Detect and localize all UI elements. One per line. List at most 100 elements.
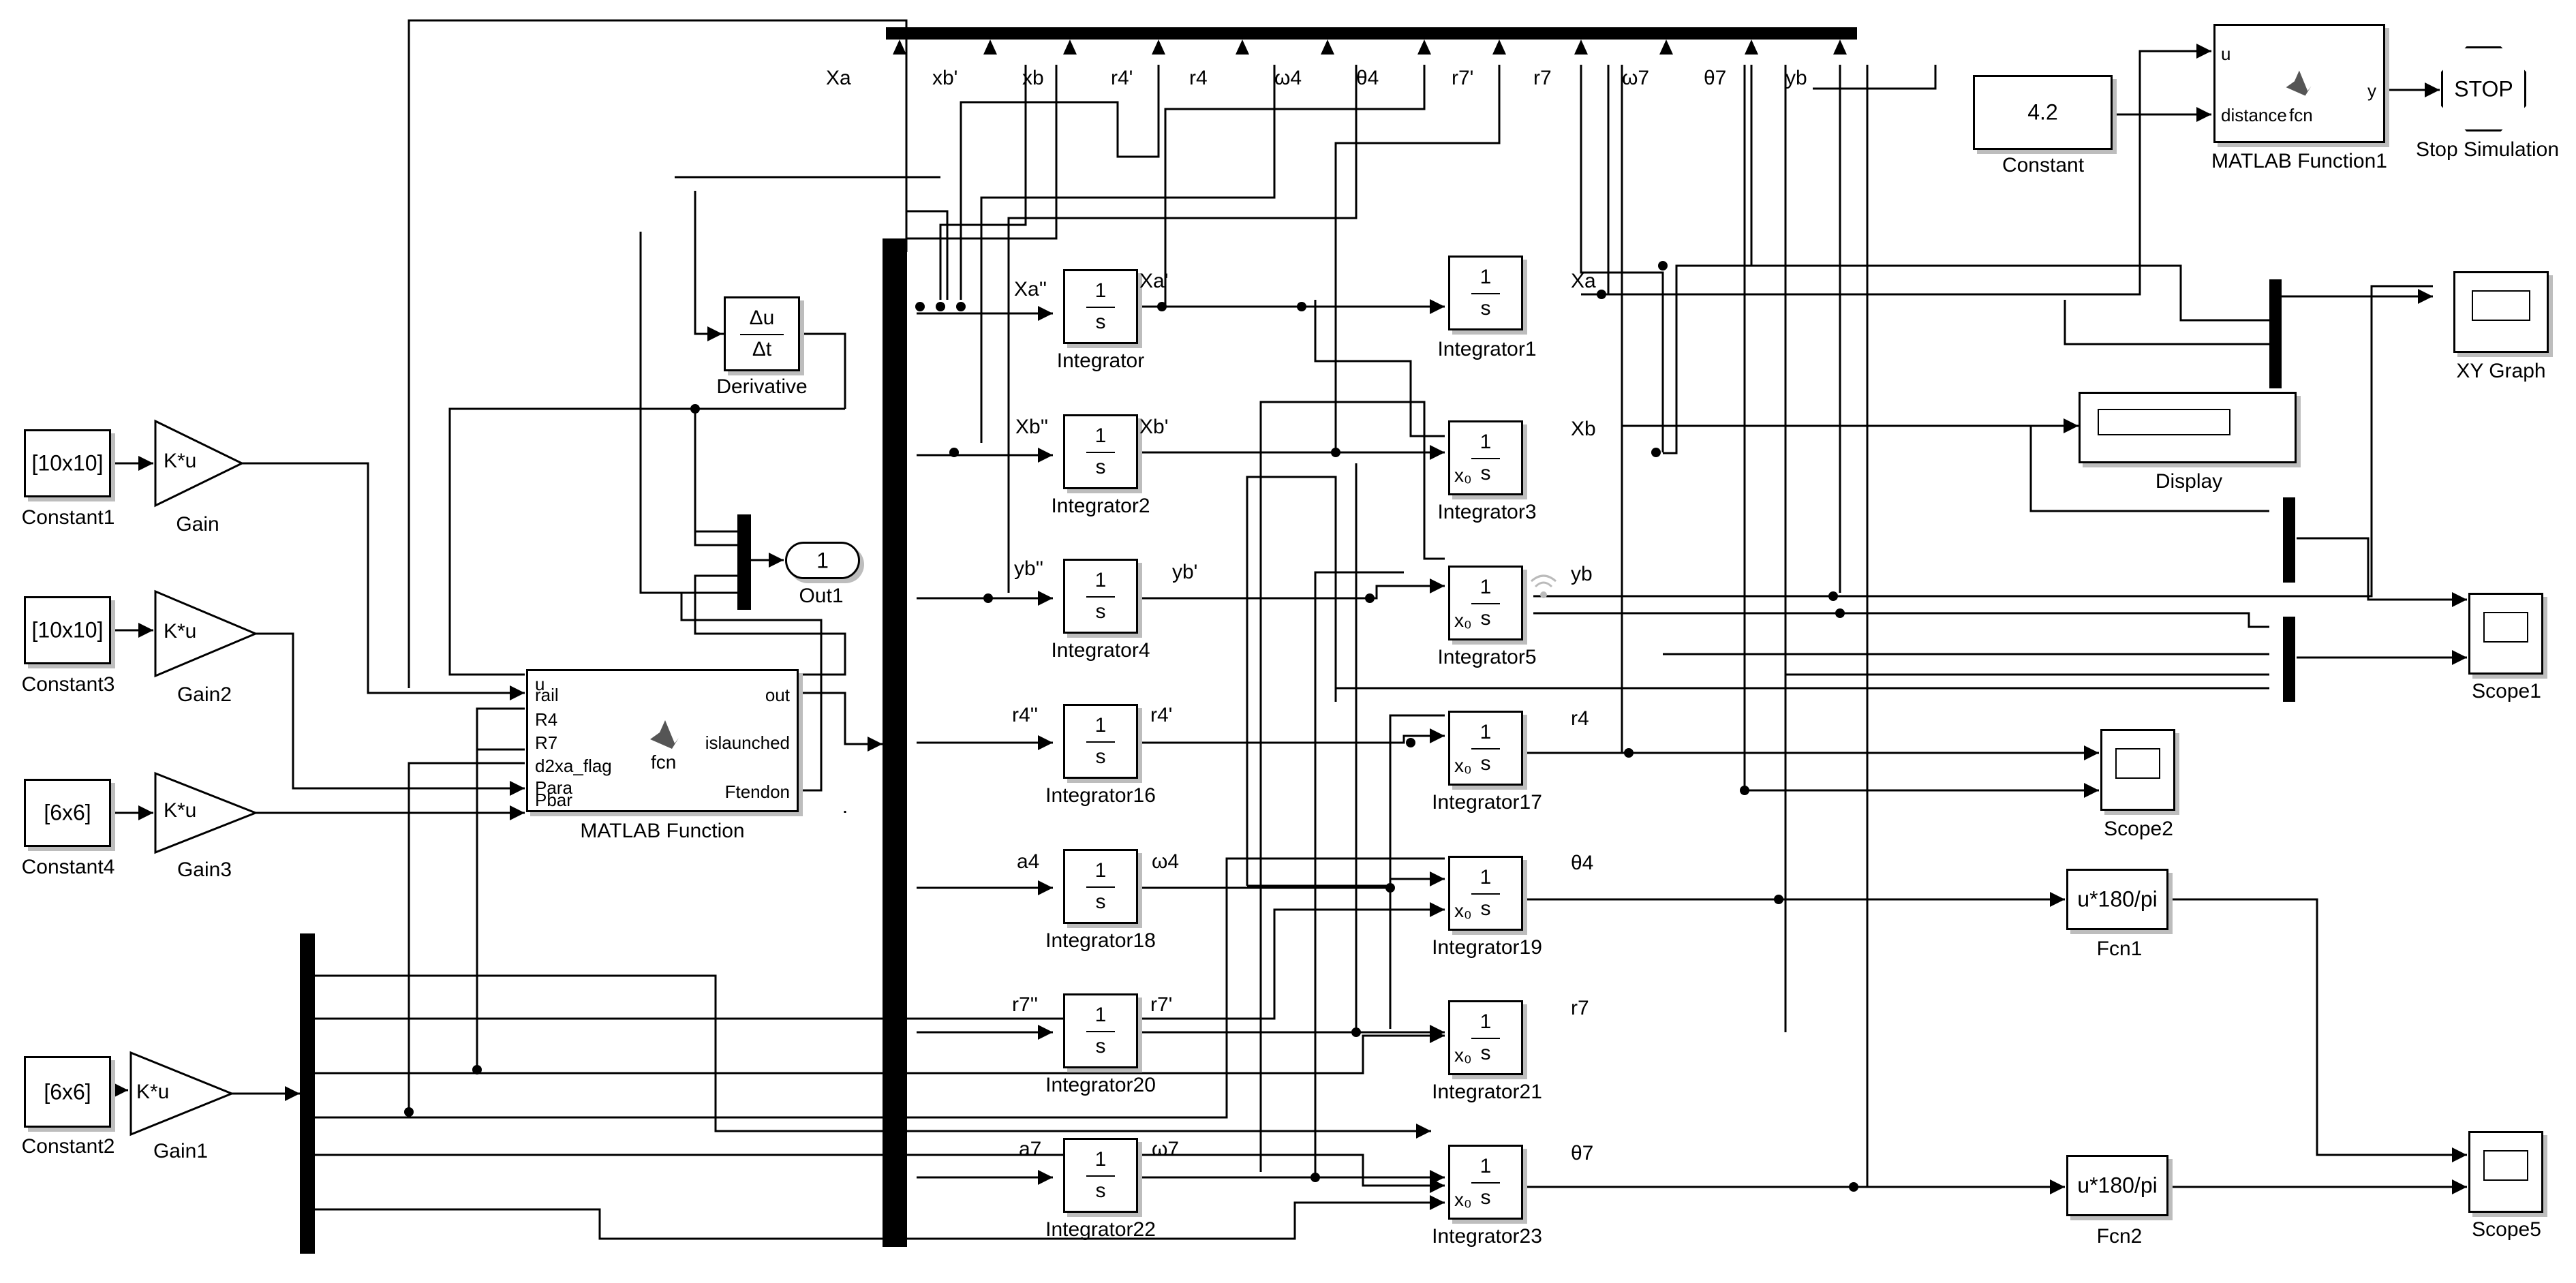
integrator-in-label: Xa'' — [1014, 278, 1047, 300]
integrator22-out-label: ω7 — [1152, 1138, 1180, 1160]
constant4-value: [6x6] — [44, 800, 91, 825]
integrator4-out-label: yb' — [1172, 561, 1198, 583]
integrator5-out-label: yb — [1571, 563, 1593, 585]
matlab-function1-caption: MATLAB Function1 — [2211, 150, 2387, 172]
integrator17-block[interactable]: 1 s x₀ — [1448, 711, 1523, 786]
integrator16-bar — [1086, 741, 1115, 743]
integrator2-bar — [1086, 452, 1115, 453]
integrator1-block[interactable]: 1 s — [1448, 256, 1523, 330]
constant1-block[interactable]: [10x10] — [24, 429, 111, 497]
integrator22-block[interactable]: 1 s — [1063, 1138, 1138, 1213]
integrator23-bar — [1471, 1182, 1500, 1184]
constant2-block[interactable]: [6x6] — [24, 1056, 111, 1128]
scope2-caption: Scope2 — [2104, 818, 2173, 840]
constant1-value: [10x10] — [31, 450, 104, 476]
integrator21-caption: Integrator21 — [1432, 1081, 1542, 1103]
stop-simulation-block[interactable]: STOP — [2441, 46, 2526, 132]
scope2-block[interactable] — [2100, 729, 2175, 811]
integrator20-num: 1 — [1094, 1004, 1107, 1027]
bus-label-r4p: r4' — [1111, 67, 1133, 89]
constant2-value: [6x6] — [44, 1079, 91, 1104]
integrator1-bar — [1471, 293, 1500, 294]
integrator4-den: s — [1095, 600, 1106, 623]
mf-in-pbar: Pbar — [535, 790, 572, 810]
display-caption: Display — [2155, 470, 2223, 493]
integrator19-num: 1 — [1479, 866, 1492, 889]
mux-out1 — [737, 514, 751, 610]
scope5-screen — [2483, 1150, 2529, 1181]
integrator4-in-label: yb'' — [1014, 557, 1044, 580]
wire-mf-out — [801, 692, 883, 752]
integrator19-out-label: θ4 — [1571, 852, 1594, 874]
matlab-function-block[interactable]: u rail R4 R7 d2xa_flag Para Pbar out isl… — [526, 669, 799, 812]
integrator20-caption: Integrator20 — [1045, 1074, 1156, 1096]
out1-port[interactable]: 1 — [785, 542, 860, 579]
mf1-in-distance: distance — [2221, 105, 2287, 125]
constant-block[interactable]: 4.2 — [1973, 75, 2113, 150]
gain3-caption: Gain3 — [177, 859, 232, 881]
bus-label-r7p: r7' — [1452, 67, 1474, 89]
scope1-block[interactable] — [2468, 593, 2543, 675]
integrator2-in-label: Xb'' — [1015, 416, 1049, 438]
integrator-block[interactable]: 1 s — [1063, 269, 1138, 344]
scope5-caption: Scope5 — [2472, 1218, 2541, 1241]
gain1-text[interactable]: K*u — [136, 1081, 170, 1103]
gain3-text[interactable]: K*u — [164, 799, 197, 822]
integrator2-block[interactable]: 1 s — [1063, 414, 1138, 489]
integrator5-num: 1 — [1479, 576, 1492, 599]
matlab-function1-block[interactable]: u distance y fcn — [2213, 24, 2385, 143]
integrator21-block[interactable]: 1 s x₀ — [1448, 1000, 1523, 1075]
integrator23-num: 1 — [1479, 1155, 1492, 1178]
wire-lbus-para — [313, 902, 1445, 1020]
mf-in-r4: R4 — [535, 709, 558, 730]
fcn1-block[interactable]: u*180/pi — [2066, 869, 2168, 930]
mf1-in-u: u — [2221, 44, 2231, 64]
integrator23-block[interactable]: 1 s x₀ — [1448, 1145, 1523, 1220]
integrator20-out-label: r7' — [1150, 993, 1173, 1016]
integrator2-caption: Integrator2 — [1051, 495, 1150, 517]
wire-int16-int17 — [1138, 728, 1445, 744]
derivative-block[interactable]: Δu Δt — [724, 296, 800, 371]
integrator21-x0: x₀ — [1454, 1045, 1472, 1066]
integrator23-out-label: θ7 — [1571, 1142, 1594, 1164]
integrator4-block[interactable]: 1 s — [1063, 559, 1138, 634]
integrator20-den: s — [1095, 1034, 1106, 1057]
integrator20-block[interactable]: 1 s — [1063, 993, 1138, 1068]
xy-graph-block[interactable] — [2453, 271, 2549, 353]
wire-lbus-r7 — [313, 974, 1431, 1139]
integrator18-block[interactable]: 1 s — [1063, 849, 1138, 924]
mf-in-u: u — [535, 674, 545, 694]
mf-in-d2xa: d2xa_flag — [535, 756, 612, 776]
integrator16-block[interactable]: 1 s — [1063, 704, 1138, 779]
constant-caption: Constant — [2002, 154, 2085, 176]
constant3-block[interactable]: [10x10] — [24, 596, 111, 664]
junction-dots — [404, 261, 1858, 1192]
derivative-caption: Derivative — [716, 375, 808, 398]
integrator5-block[interactable]: 1 s x₀ — [1448, 566, 1523, 640]
integrator23-x0: x₀ — [1454, 1189, 1472, 1210]
integrator-out-label: Xa' — [1139, 270, 1169, 292]
integrator16-out-label: r4' — [1150, 704, 1173, 726]
wire-lbus-4 — [313, 1195, 1445, 1240]
integrator23-den: s — [1480, 1186, 1491, 1209]
gain2-text[interactable]: K*u — [164, 620, 197, 643]
display-block[interactable] — [2079, 392, 2297, 463]
gain-text[interactable]: K*u — [164, 450, 197, 472]
stop-text: STOP — [2454, 76, 2513, 101]
constant1-caption: Constant1 — [21, 506, 115, 529]
bus-label-r7: r7 — [1533, 67, 1552, 89]
mf-in-r7: R7 — [535, 732, 558, 753]
integrator16-den: s — [1095, 745, 1106, 768]
integrator3-block[interactable]: 1 s x₀ — [1448, 420, 1523, 495]
integrator4-num: 1 — [1094, 569, 1107, 592]
fcn2-block[interactable]: u*180/pi — [2066, 1155, 2168, 1216]
scope5-block[interactable] — [2468, 1131, 2543, 1213]
constant4-block[interactable]: [6x6] — [24, 779, 111, 847]
wire-gain-rail — [242, 462, 525, 700]
mux-xy — [2269, 279, 2282, 388]
integrator19-block[interactable]: 1 s x₀ — [1448, 856, 1523, 931]
integrator5-den: s — [1480, 606, 1491, 630]
integrator22-in-label: a7 — [1019, 1138, 1042, 1160]
top-bus — [886, 27, 1857, 40]
